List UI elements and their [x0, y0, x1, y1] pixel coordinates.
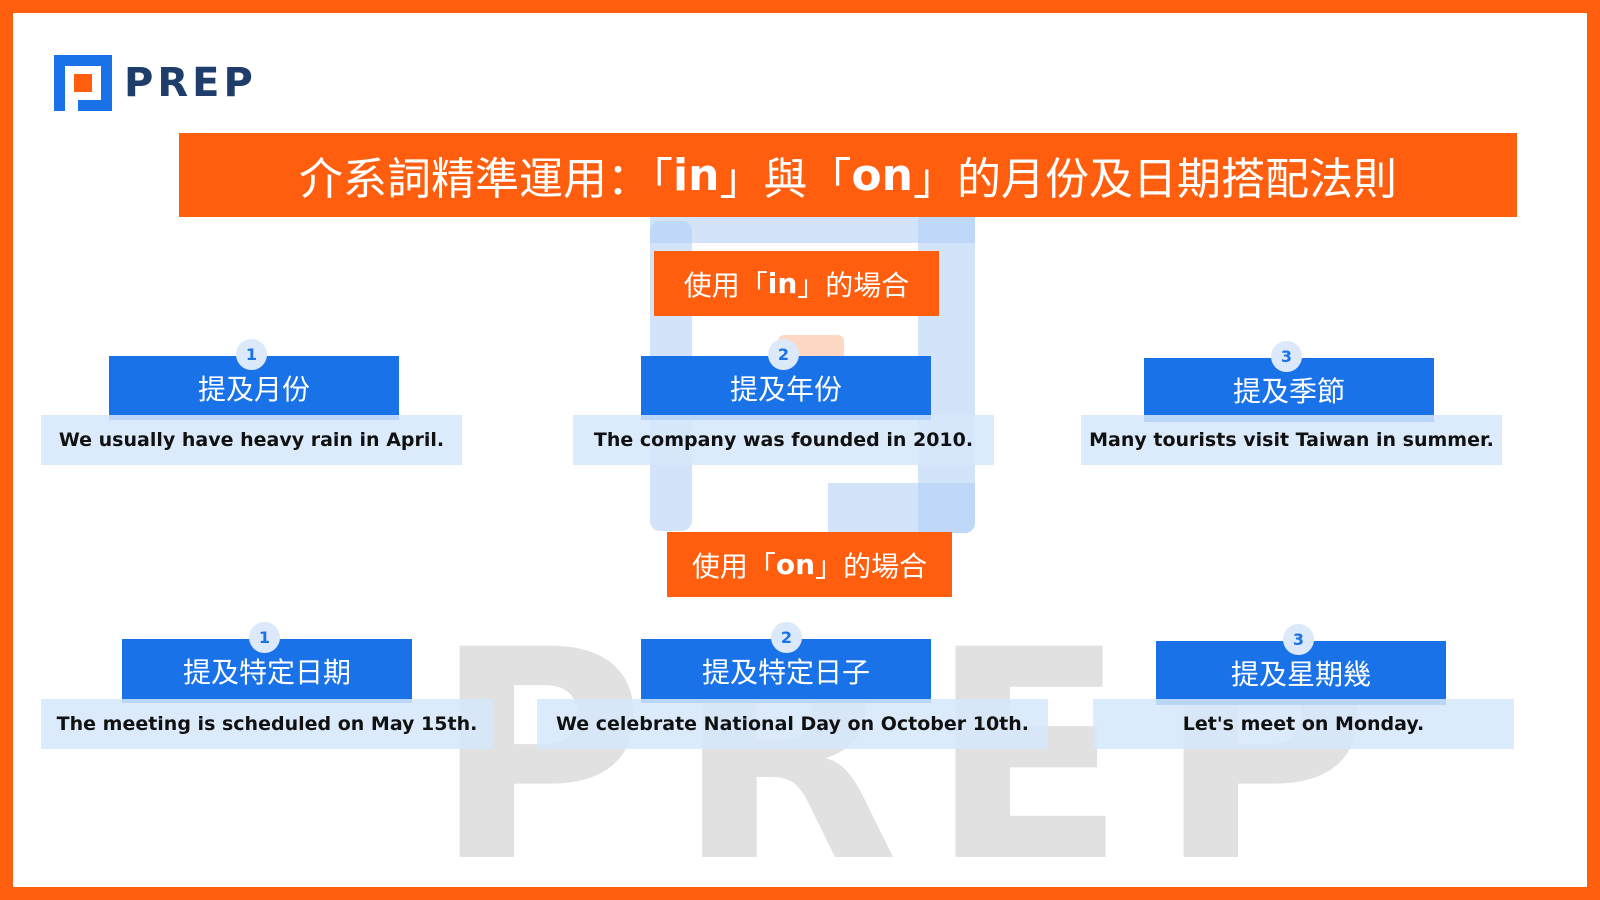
in-section-header: 使用「in」的場合 — [654, 251, 939, 316]
on-item-1-number: 1 — [249, 622, 280, 653]
title-word-on: on — [851, 149, 913, 201]
header-word: on — [775, 548, 816, 581]
title-word-in: in — [673, 149, 720, 201]
in-item-2-label: 提及年份 — [641, 356, 931, 420]
on-item-3-number: 3 — [1283, 624, 1314, 655]
on-item-1-example: The meeting is scheduled on May 15th. — [41, 699, 493, 749]
in-item-2-example: The company was founded in 2010. — [573, 415, 994, 465]
prep-logo-icon — [54, 55, 112, 111]
prep-logo: PREP — [54, 55, 257, 111]
in-item-1-number: 1 — [236, 339, 267, 370]
header-part: 使用「 — [691, 549, 776, 583]
on-section-header: 使用「on」的場合 — [667, 532, 952, 597]
on-item-3-label: 提及星期幾 — [1156, 641, 1446, 705]
page-title: 介系詞精準運用：「in」與「on」的月份及日期搭配法則 — [179, 133, 1517, 217]
in-item-3-number: 3 — [1271, 341, 1302, 372]
on-item-2-number: 2 — [771, 622, 802, 653]
on-item-2-example: We celebrate National Day on October 10t… — [537, 699, 1048, 749]
header-part: 使用「 — [683, 268, 768, 302]
header-part: 」的場合 — [797, 268, 910, 302]
on-item-1-label: 提及特定日期 — [122, 639, 412, 703]
in-item-2-number: 2 — [768, 339, 799, 370]
watermark-logo-bottom — [828, 483, 975, 533]
header-word: in — [767, 267, 798, 300]
title-part: 」的月份及日期搭配法則 — [912, 154, 1397, 205]
in-item-1-example: We usually have heavy rain in April. — [41, 415, 462, 465]
on-item-3-example: Let's meet on Monday. — [1093, 699, 1514, 749]
title-part: 介系詞精準運用：「 — [299, 154, 674, 205]
logo-text: PREP — [124, 60, 257, 106]
title-part: 」與「 — [719, 154, 852, 205]
in-item-3-example: Many tourists visit Taiwan in summer. — [1081, 415, 1502, 465]
header-part: 」的場合 — [815, 549, 928, 583]
